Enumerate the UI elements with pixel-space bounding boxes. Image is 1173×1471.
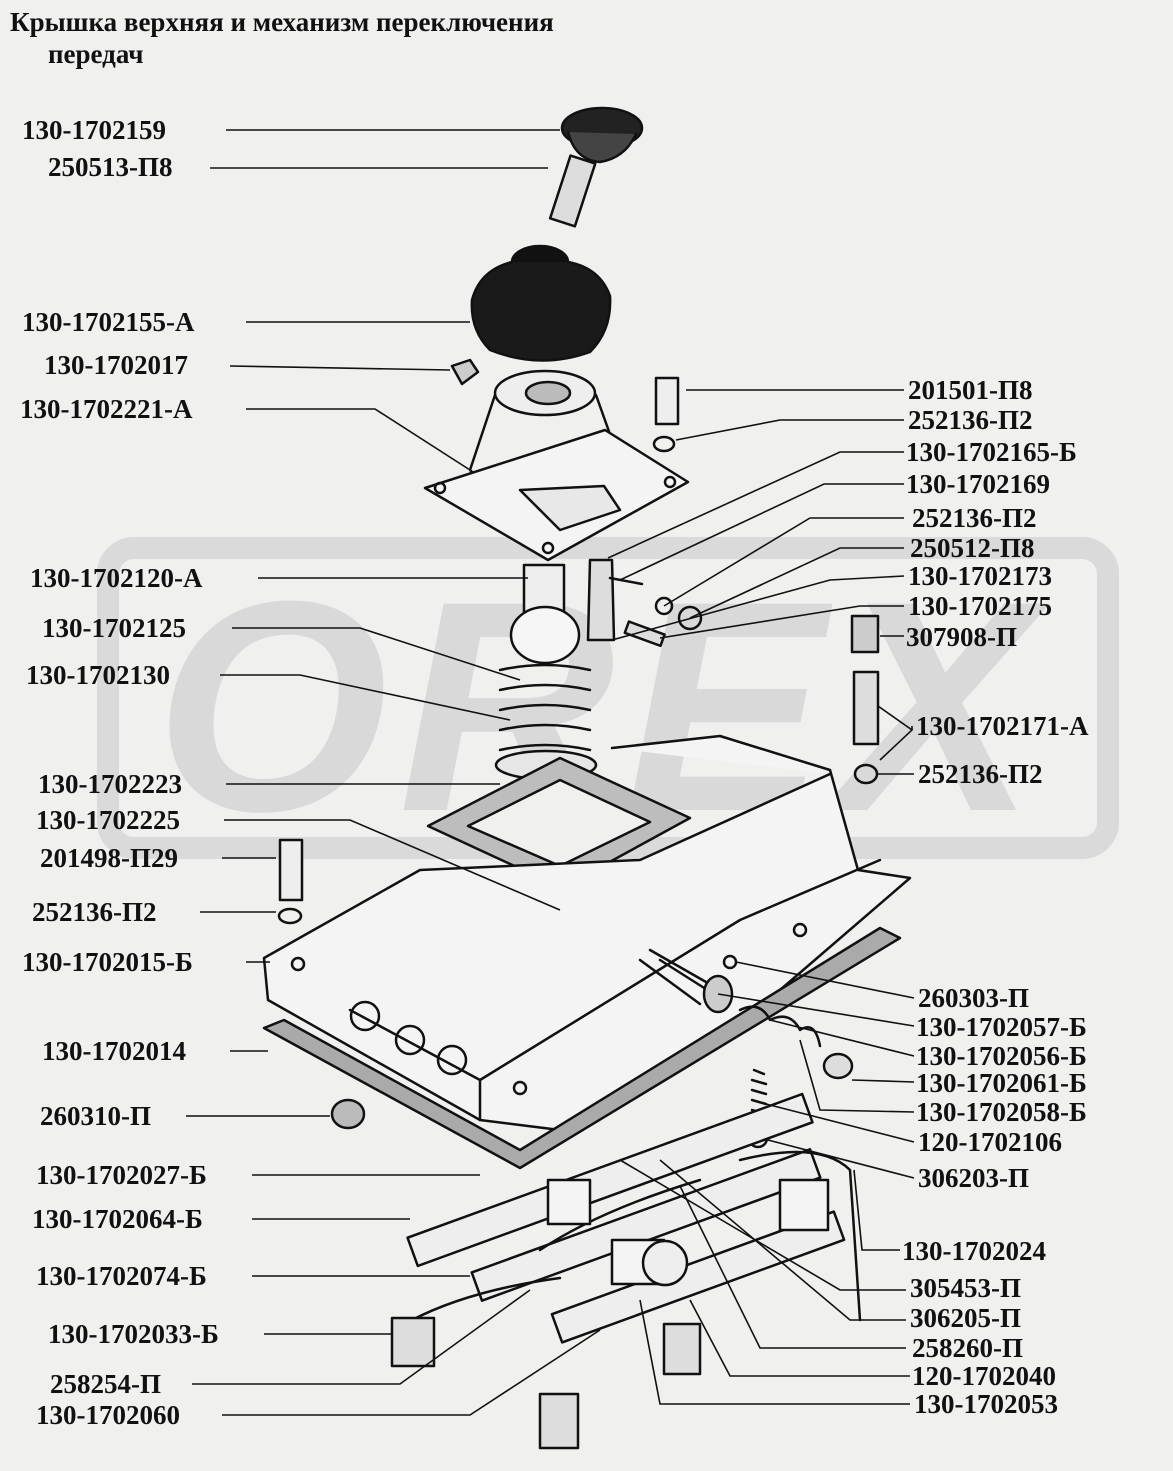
label-right-6: 250512-П8 — [910, 533, 1035, 563]
bolt-201498 — [278, 838, 304, 902]
label-right-8: 130-1702175 — [908, 591, 1052, 621]
title-line-2: передач — [48, 39, 144, 69]
label-left-3: 130-1702155-А — [22, 307, 195, 337]
label-right-16: 130-1702058-Б — [916, 1097, 1087, 1127]
label-right-21: 306205-П — [910, 1303, 1021, 1333]
label-left-14: 130-1702014 — [42, 1036, 186, 1066]
washer-252136-right — [853, 763, 879, 785]
label-left-12: 252136-П2 — [32, 897, 157, 927]
label-left-6: 130-1702120-А — [30, 563, 203, 593]
label-left-10: 130-1702225 — [36, 805, 180, 835]
label-left-21: 130-1702060 — [36, 1400, 180, 1430]
label-left-20: 258254-П — [50, 1369, 161, 1399]
label-right-12: 260303-П — [918, 983, 1029, 1013]
title-line-1: Крышка верхняя и механизм переключения — [10, 7, 554, 37]
label-right-14: 130-1702056-Б — [916, 1041, 1087, 1071]
label-left-9: 130-1702223 — [38, 769, 182, 799]
upper-cover-housing — [423, 369, 690, 562]
label-right-3: 130-1702165-Б — [906, 437, 1077, 467]
label-left-16: 130-1702027-Б — [36, 1160, 207, 1190]
shift-rails-forks — [390, 1092, 862, 1450]
label-right-5: 252136-П2 — [912, 503, 1037, 533]
label-right-2: 252136-П2 — [908, 405, 1033, 435]
label-right-19: 130-1702024 — [902, 1236, 1046, 1266]
label-right-17: 120-1702106 — [918, 1127, 1062, 1157]
label-right-13: 130-1702057-Б — [916, 1012, 1087, 1042]
label-left-5: 130-1702221-А — [20, 394, 193, 424]
label-left-7: 130-1702125 — [42, 613, 186, 643]
label-right-9: 307908-П — [906, 622, 1017, 652]
label-left-8: 130-1702130 — [26, 660, 170, 690]
lower-gasket — [262, 926, 902, 1170]
label-right-20: 305453-П — [910, 1273, 1021, 1303]
label-right-4: 130-1702169 — [906, 469, 1050, 499]
plug-260310 — [330, 1098, 366, 1130]
page-title: Крышка верхняя и механизм переключения п… — [10, 6, 554, 70]
label-left-11: 201498-П29 — [40, 843, 178, 873]
label-right-22: 258260-П — [912, 1333, 1023, 1363]
gear-knob — [548, 106, 644, 228]
spring-120-1702106 — [750, 1068, 768, 1116]
label-right-1: 201501-П8 — [908, 375, 1033, 405]
rubber-boot — [470, 244, 612, 362]
label-right-7: 130-1702173 — [908, 561, 1052, 591]
plunger-307908 — [850, 614, 880, 654]
washer-252136-top — [652, 435, 676, 453]
plunger-130-1702171 — [852, 670, 880, 746]
label-left-17: 130-1702064-Б — [32, 1204, 203, 1234]
label-right-11: 252136-П2 — [918, 759, 1043, 789]
label-left-19: 130-1702033-Б — [48, 1319, 219, 1349]
label-left-2: 250513-П8 — [48, 152, 173, 182]
label-right-23: 120-1702040 — [912, 1361, 1056, 1391]
leader-lines — [186, 129, 915, 1416]
label-left-15: 260310-П — [40, 1101, 151, 1131]
label-left-4: 130-1702017 — [44, 350, 188, 380]
label-left-1: 130-1702159 — [22, 115, 166, 145]
label-left-13: 130-1702015-Б — [22, 947, 193, 977]
washer-252136-left — [277, 907, 303, 925]
label-right-10: 130-1702171-А — [916, 711, 1089, 741]
bolt-201501 — [654, 376, 680, 426]
small-bolt — [450, 358, 480, 386]
label-left-18: 130-1702074-Б — [36, 1261, 207, 1291]
label-right-18: 306203-П — [918, 1163, 1029, 1193]
label-right-15: 130-1702061-Б — [916, 1068, 1087, 1098]
label-right-24: 130-1702053 — [914, 1389, 1058, 1419]
